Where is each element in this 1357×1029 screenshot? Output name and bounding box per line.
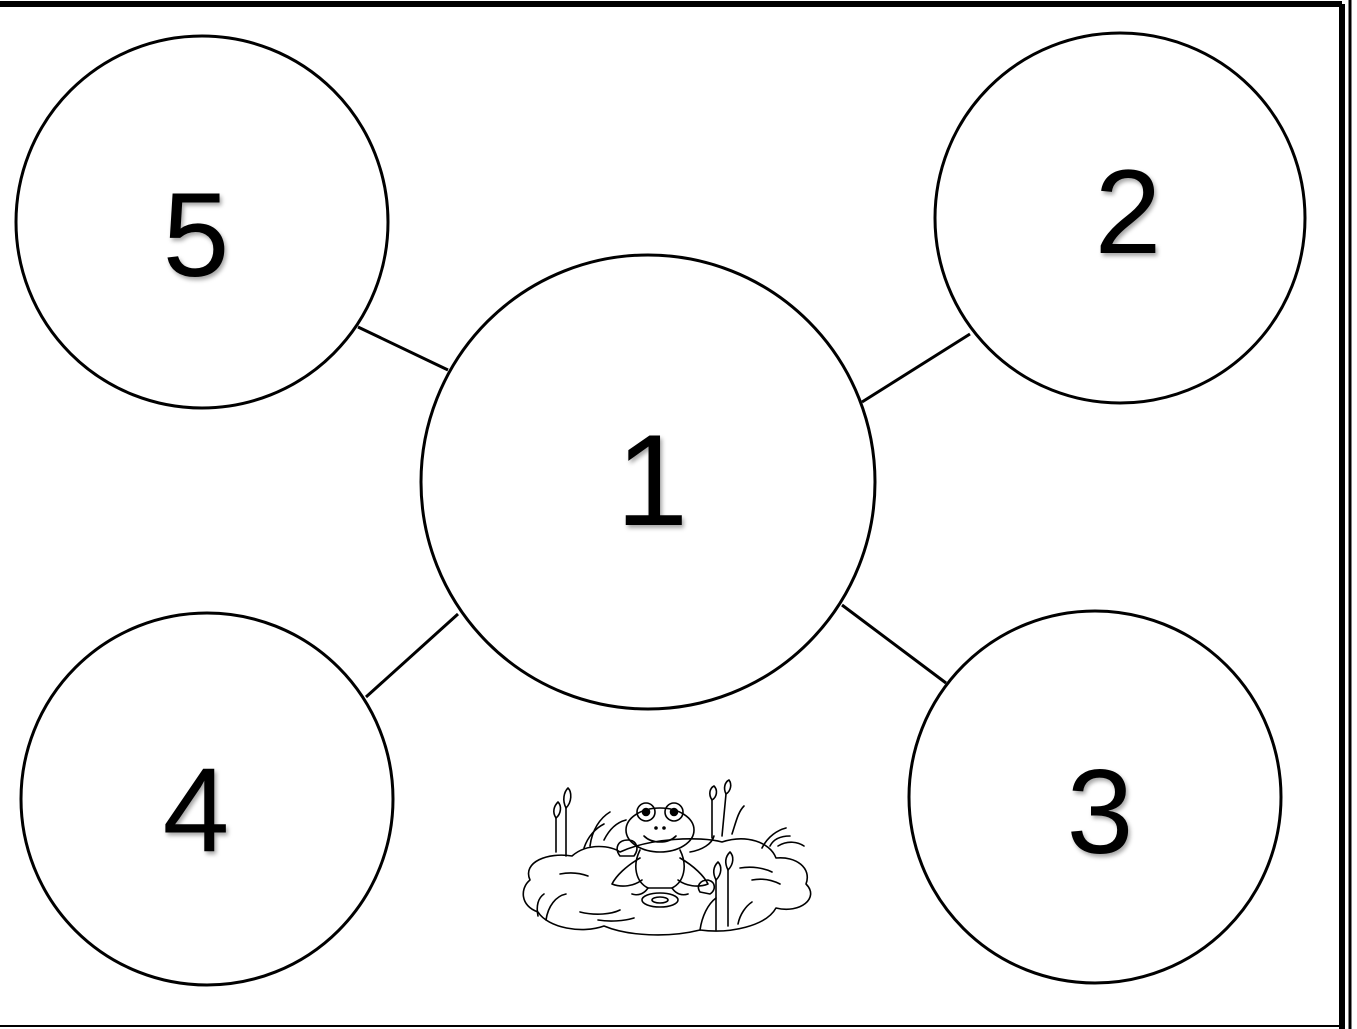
connector-center-to-4 xyxy=(366,614,458,697)
bubble-label-bottom-left: 4 xyxy=(163,743,230,877)
connector-center-to-5 xyxy=(358,327,448,370)
bubble-label-top-right: 2 xyxy=(1095,145,1162,279)
frog-in-pond-icon xyxy=(523,780,810,935)
bubble-label-center: 1 xyxy=(616,407,688,553)
connector-center-to-3 xyxy=(842,605,946,683)
bubble-label-bottom-right: 3 xyxy=(1067,745,1134,879)
connector-center-to-2 xyxy=(862,334,970,402)
bubble-label-top-left: 5 xyxy=(163,168,230,302)
